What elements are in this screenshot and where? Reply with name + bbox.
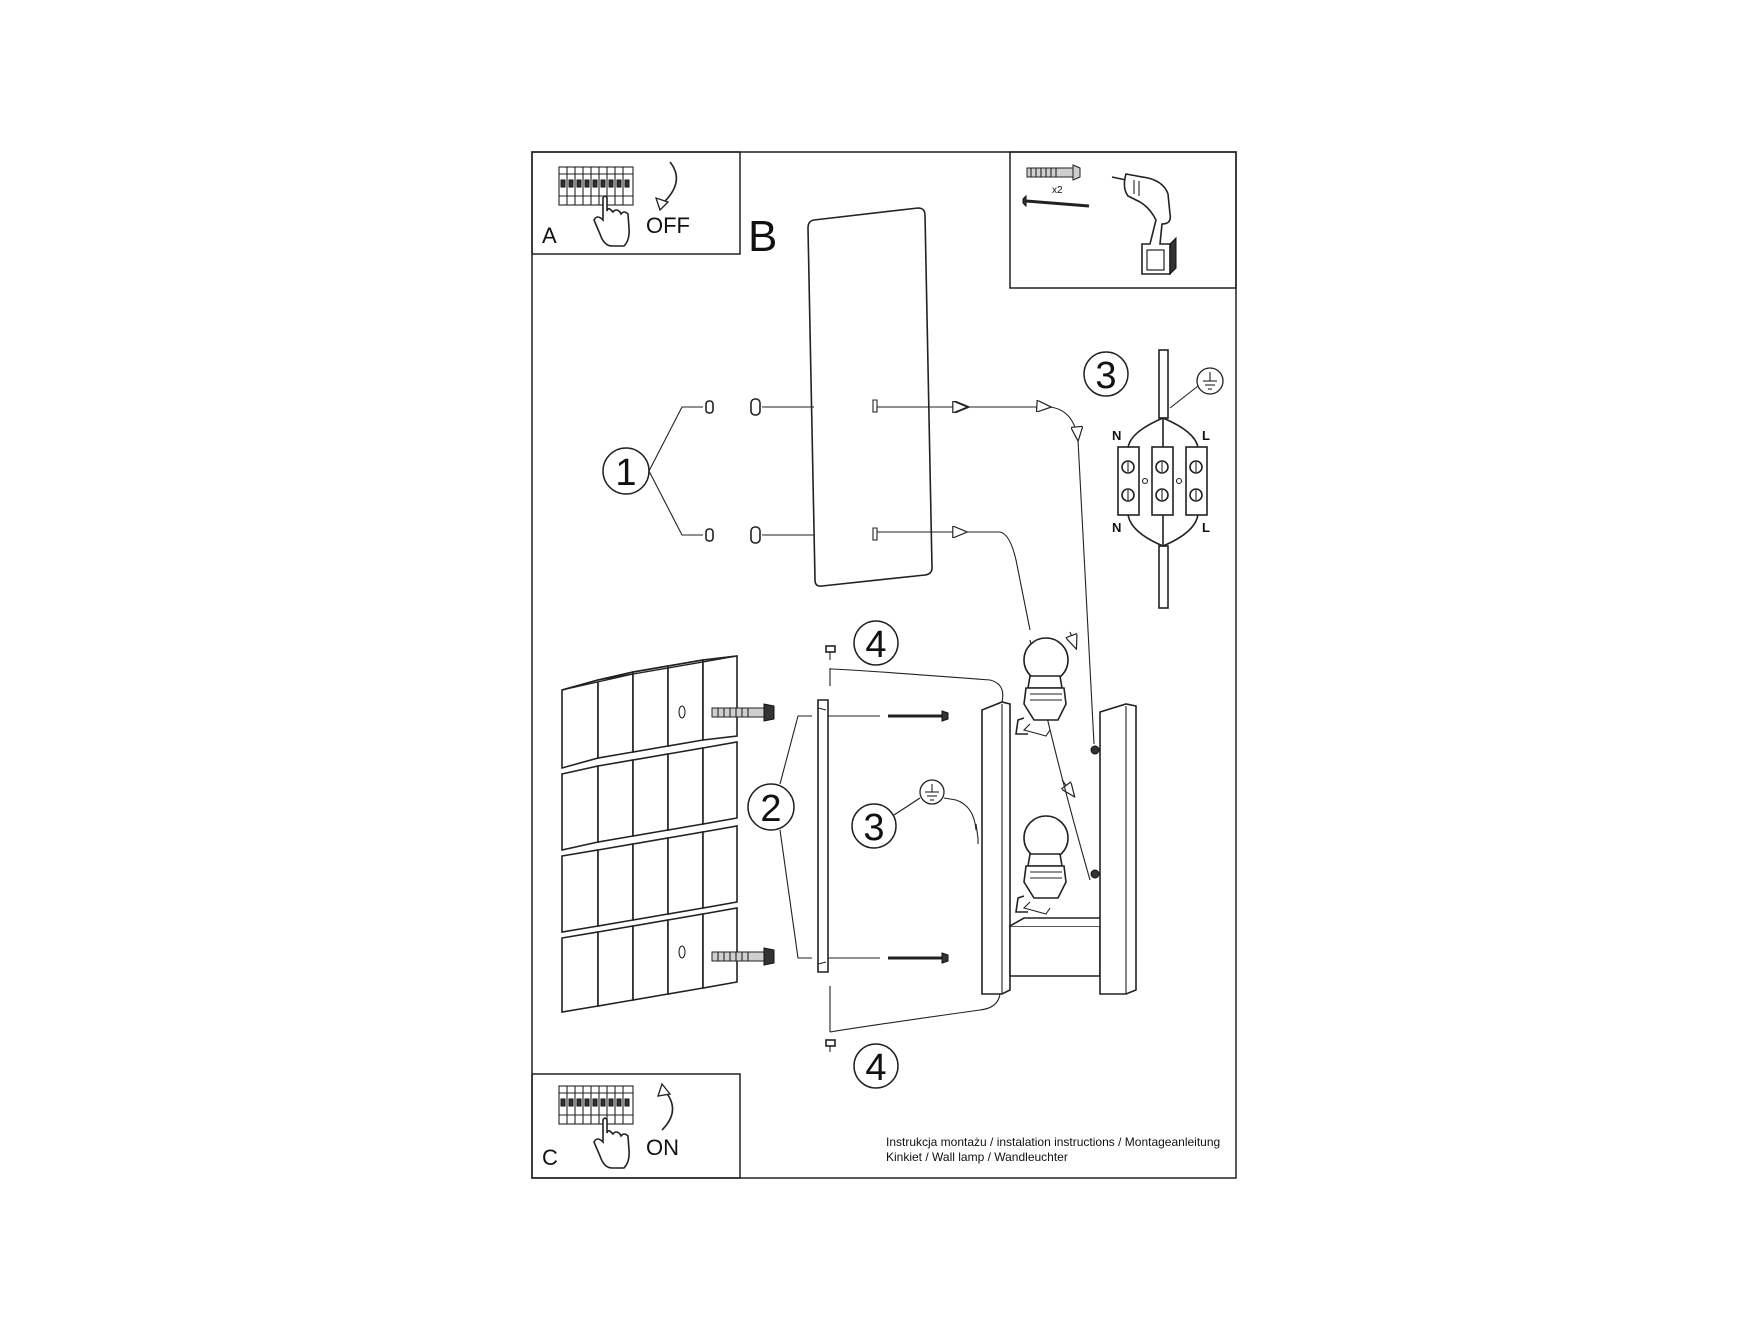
wiring-diagram: 3 N L N [1083,349,1224,609]
step3-ground-callout: 3 [851,779,979,849]
step3-wiring-number: 3 [1095,355,1116,397]
step4-top-callout: 4 [825,620,1004,703]
fixing-screws-bottom [705,526,814,544]
breaker-panel-icon [558,166,634,206]
wire-top-left-label: N [1112,428,1121,443]
guide-line-lower [877,531,1031,631]
step3-ground-number: 3 [863,807,884,849]
screw-icon [1022,194,1090,208]
ground-icon [1196,367,1224,395]
bulb-icon [1015,637,1069,737]
hand-icon [593,195,630,247]
wire-bottom-right-label: L [1202,520,1210,535]
cover-plate [807,207,933,587]
bracket-screw-top [888,710,949,722]
hardware-panel: x2 [1009,151,1237,289]
wall-plug-icon [1026,164,1081,181]
mounting-bracket [817,699,880,973]
terminal-block-icon [1117,446,1208,516]
step1-callout: 1 [602,406,703,536]
bulb-icon [1015,815,1069,915]
step4-bottom-number: 4 [865,1047,886,1089]
wall-plug-bottom [711,947,775,966]
step4-bottom-callout: 4 [825,986,1001,1089]
wall-plug-top [711,703,775,722]
curved-arrow-icon [654,161,678,212]
lamp-body [981,701,1137,995]
panel-c-letter: C [542,1145,558,1170]
fixing-screws-top [705,398,814,416]
off-label: OFF [646,213,690,238]
panel-c: C ON [531,1073,741,1179]
step4-top-number: 4 [865,624,886,666]
wire-bottom-left-label: N [1112,520,1121,535]
on-label: ON [646,1135,679,1160]
curved-arrow-icon [657,1082,674,1131]
wire-top-right-label: L [1202,428,1210,443]
wall-bricks [561,655,738,1013]
step2-callout: 2 [747,715,812,959]
panel-a: A OFF [531,151,741,255]
footer-line-2: Kinkiet / Wall lamp / Wandleuchter [886,1150,1068,1164]
bracket-screw-bottom [888,952,949,964]
step2-number: 2 [760,788,781,830]
sheet-frame [531,151,1237,1179]
step1-number: 1 [615,452,636,494]
drill-icon [1111,173,1177,276]
guide-line-upper [877,407,1095,745]
footer-line-1: Instrukcja montażu / instalation instruc… [886,1135,1220,1149]
hand-icon [593,1117,630,1169]
quantity-label: x2 [1052,185,1063,196]
panel-a-letter: A [542,223,557,248]
panel-b-letter: B [748,212,777,261]
breaker-panel-icon [558,1085,634,1125]
